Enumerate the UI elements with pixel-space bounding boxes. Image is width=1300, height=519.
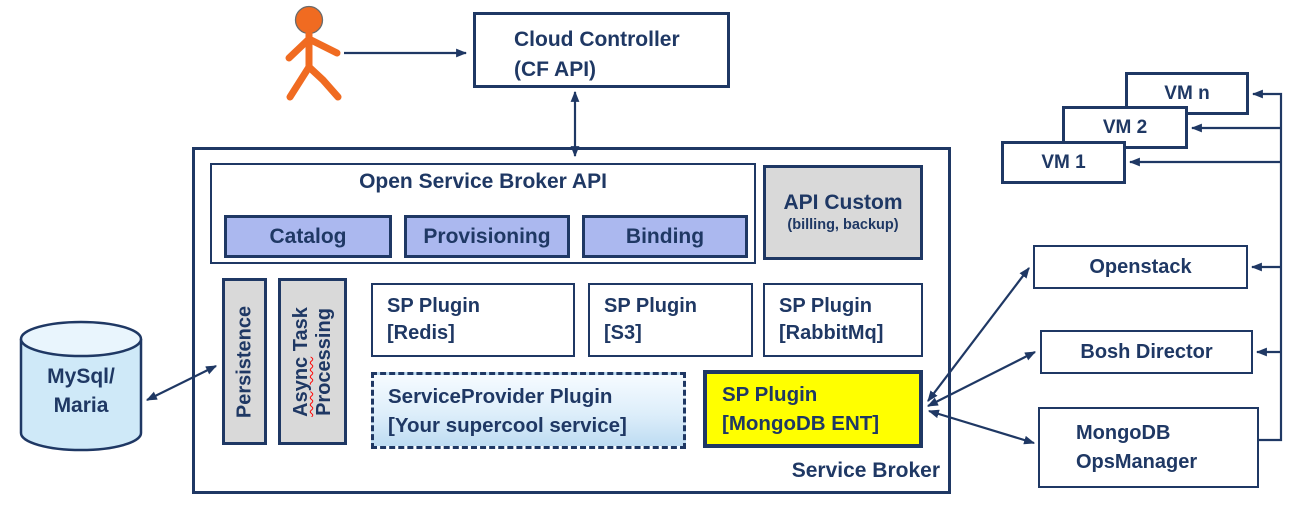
plugin-redis-line1: SP Plugin bbox=[387, 295, 480, 317]
async-task-line1: Async Task bbox=[290, 307, 313, 417]
database-label: MySql/ Maria bbox=[18, 362, 144, 420]
async-word: Async bbox=[289, 356, 312, 417]
async-task-line2: Processing bbox=[312, 307, 335, 416]
plugin-s3-line1: SP Plugin bbox=[604, 295, 697, 317]
catalog-node: Catalog bbox=[224, 215, 392, 258]
mongodb-plugin-line1: SP Plugin bbox=[722, 383, 818, 406]
async-task-label: Async Task Processing bbox=[290, 307, 336, 417]
cloud-controller-node: Cloud Controller (CF API) bbox=[473, 12, 730, 88]
custom-plugin-line2: [Your supercool service] bbox=[388, 414, 627, 437]
custom-plugin-line1: ServiceProvider Plugin bbox=[388, 385, 613, 408]
plugin-s3-node: SP Plugin [S3] bbox=[588, 283, 753, 357]
mongodb-plugin-line2: [MongoDB ENT] bbox=[722, 412, 880, 435]
osb-api-title: Open Service Broker API bbox=[359, 170, 607, 193]
vm-1-node: VM 1 bbox=[1001, 141, 1126, 184]
opsmanager-node: MongoDB OpsManager bbox=[1038, 407, 1259, 488]
provisioning-node: Provisioning bbox=[404, 215, 570, 258]
database-line2: Maria bbox=[53, 394, 109, 417]
async-task-node: Async Task Processing bbox=[278, 278, 347, 445]
binding-node: Binding bbox=[582, 215, 748, 258]
api-custom-title: API Custom bbox=[783, 190, 903, 214]
persistence-label: Persistence bbox=[233, 305, 255, 418]
bosh-director-node: Bosh Director bbox=[1040, 330, 1253, 374]
plugin-s3-line2: [S3] bbox=[604, 322, 642, 344]
cloud-controller-subtitle: (CF API) bbox=[514, 58, 597, 81]
line-opsmanager-trunk-vmn bbox=[1251, 89, 1283, 442]
cylinder-shape bbox=[19, 320, 143, 452]
opsmanager-line2: OpsManager bbox=[1076, 451, 1198, 473]
database-cylinder bbox=[18, 318, 144, 454]
plugin-rabbitmq-line2: [RabbitMq] bbox=[779, 322, 884, 344]
api-custom-node: API Custom (billing, backup) bbox=[763, 165, 923, 260]
service-broker-label: Service Broker bbox=[791, 459, 940, 482]
plugin-redis-line2: [Redis] bbox=[387, 322, 455, 344]
plugin-rabbitmq-line1: SP Plugin bbox=[779, 295, 872, 317]
database-line1: MySql/ bbox=[47, 365, 115, 388]
mongodb-plugin-node: SP Plugin [MongoDB ENT] bbox=[703, 370, 923, 448]
person-icon bbox=[285, 5, 342, 101]
custom-plugin-node: ServiceProvider Plugin [Your supercool s… bbox=[371, 372, 686, 449]
persistence-node: Persistence bbox=[222, 278, 267, 445]
plugin-rabbitmq-node: SP Plugin [RabbitMq] bbox=[763, 283, 923, 357]
openstack-node: Openstack bbox=[1033, 245, 1248, 289]
plugin-redis-node: SP Plugin [Redis] bbox=[371, 283, 575, 357]
opsmanager-line1: MongoDB bbox=[1076, 422, 1171, 444]
api-custom-subtitle: (billing, backup) bbox=[787, 216, 899, 233]
task-word: Task bbox=[289, 306, 312, 357]
cloud-controller-title: Cloud Controller bbox=[514, 28, 680, 51]
